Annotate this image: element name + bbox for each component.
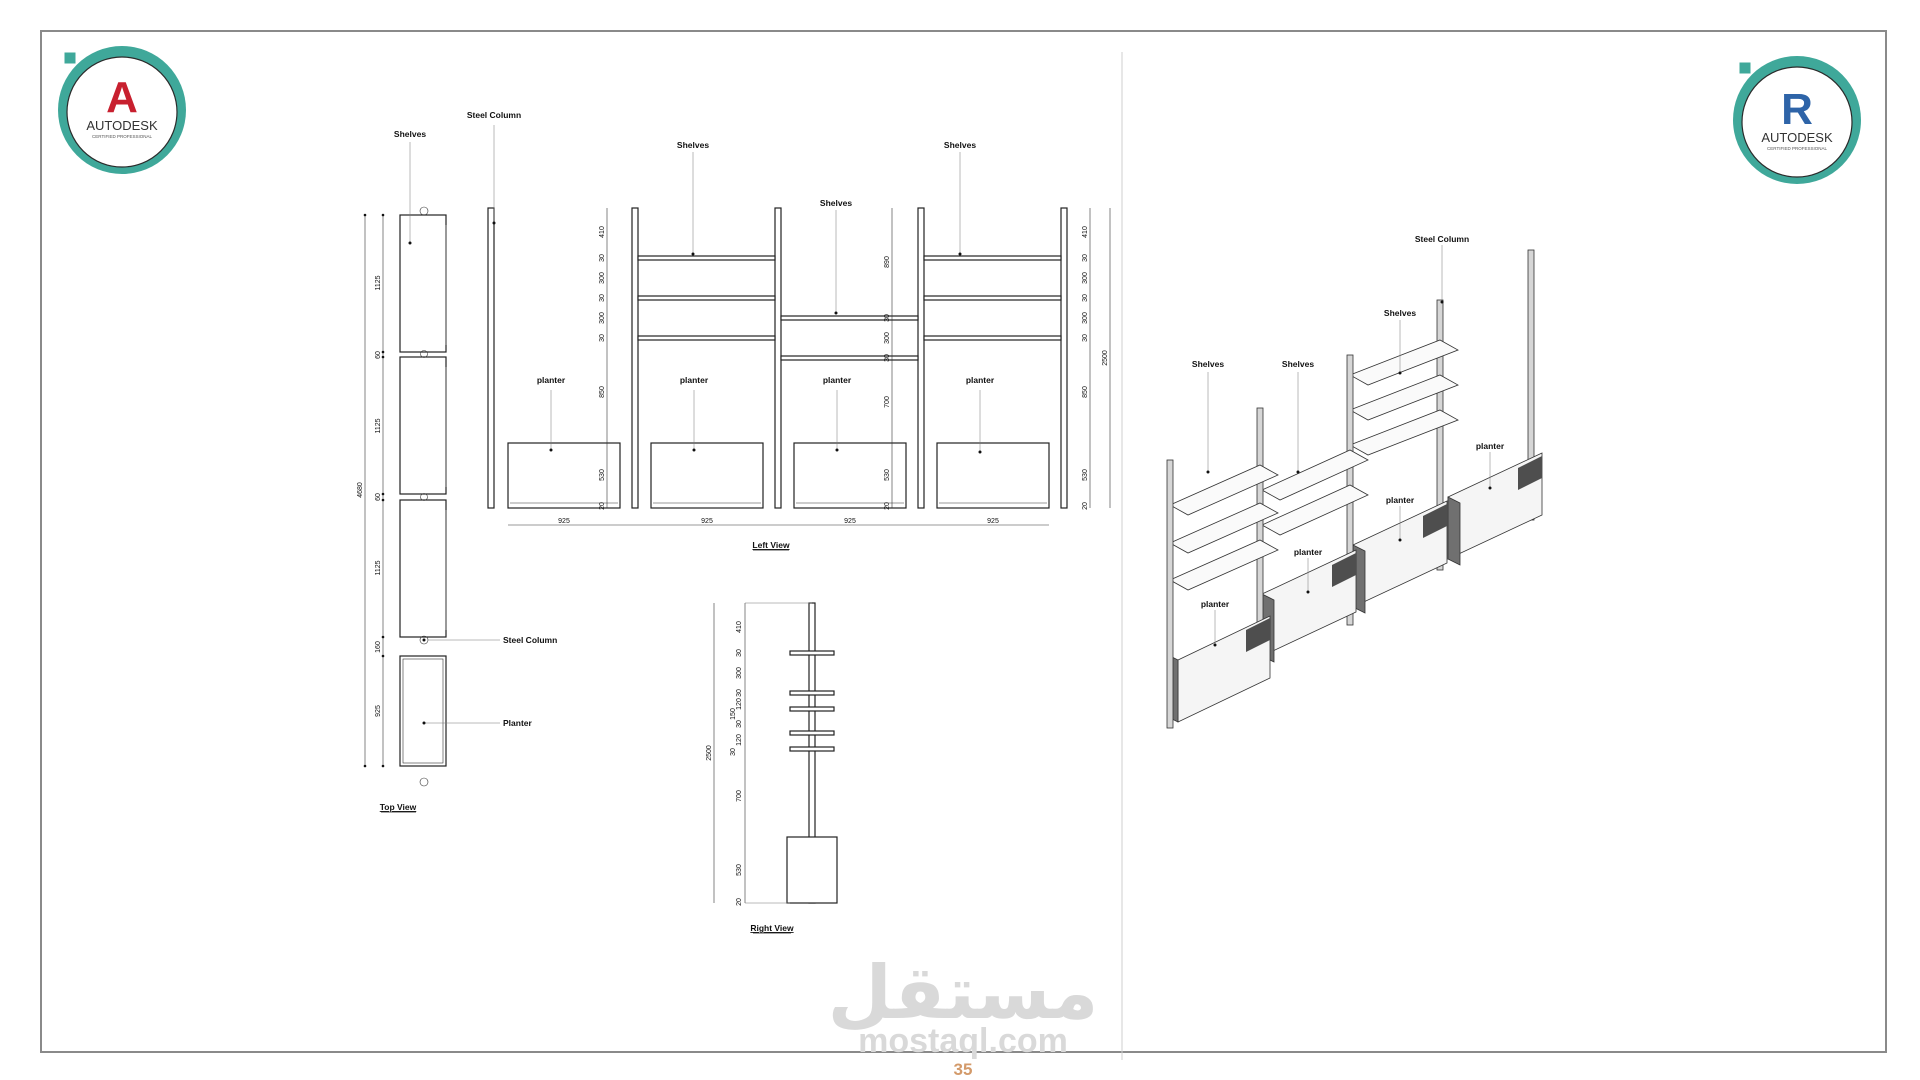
left-view: Steel Column Shelves Sh bbox=[467, 110, 1111, 551]
left-dim-c-3: 300 bbox=[1082, 272, 1089, 284]
right-dim-6: 150 bbox=[730, 708, 737, 720]
left-width-2: 925 bbox=[701, 518, 713, 525]
top-view: 1125 60 1125 60 1125 160 925 4680 Shelve… bbox=[357, 129, 557, 813]
top-dim-4: 60 bbox=[375, 493, 382, 501]
iso-label-planter-1: planter bbox=[1476, 441, 1505, 451]
left-view-title: Left View bbox=[752, 540, 790, 550]
right-dim-10: 700 bbox=[736, 790, 743, 802]
left-label-planter-1: planter bbox=[537, 375, 566, 385]
iso-label-steel-column: Steel Column bbox=[1415, 234, 1469, 244]
left-dim-a-3: 300 bbox=[599, 272, 606, 284]
left-dim-b-3: 300 bbox=[884, 332, 891, 344]
right-dim-2: 30 bbox=[736, 649, 743, 657]
left-label-shelves-3: Shelves bbox=[944, 140, 976, 150]
left-dim-a-6: 30 bbox=[599, 334, 606, 342]
left-dim-c-1: 410 bbox=[1082, 226, 1089, 238]
right-dim-8: 120 bbox=[736, 734, 743, 746]
left-dim-a-8: 530 bbox=[599, 469, 606, 481]
autocad-certified-badge: A AUTODESK CERTIFIED PROFESSIONAL bbox=[58, 46, 186, 174]
watermark: مستقل mostaql.com bbox=[828, 950, 1099, 1060]
top-dim-total: 4680 bbox=[357, 482, 364, 498]
left-dim-a-5: 300 bbox=[599, 312, 606, 324]
top-dim-3: 1125 bbox=[375, 418, 382, 433]
right-view: 410 30 300 30 120 150 30 120 30 700 530 … bbox=[706, 602, 838, 934]
left-dim-b-2: 30 bbox=[884, 314, 891, 322]
left-dim-a-9: 20 bbox=[599, 502, 606, 510]
top-dim-6: 160 bbox=[375, 641, 382, 653]
left-dim-a-4: 30 bbox=[599, 294, 606, 302]
watermark-arabic: مستقل bbox=[828, 950, 1099, 1036]
page-number: 35 bbox=[954, 1060, 973, 1079]
iso-label-planter-2: planter bbox=[1386, 495, 1415, 505]
top-label-planter: Planter bbox=[503, 718, 533, 728]
left-dim-c-4: 30 bbox=[1082, 294, 1089, 302]
left-dim-c-8: 530 bbox=[1082, 469, 1089, 481]
left-dim-a-7: 850 bbox=[599, 386, 606, 398]
badge-right-letter: R bbox=[1781, 85, 1813, 134]
left-label-planter-3: planter bbox=[823, 375, 852, 385]
left-dim-c-7: 850 bbox=[1082, 386, 1089, 398]
top-view-title: Top View bbox=[380, 802, 417, 812]
badge-left-word: AUTODESK bbox=[86, 118, 158, 133]
right-dim-11: 530 bbox=[736, 864, 743, 876]
top-dim-7: 925 bbox=[375, 705, 382, 717]
isometric-view: Steel Column Shelves Shelves Shelves pla… bbox=[1166, 234, 1543, 729]
left-dim-b-5: 700 bbox=[884, 396, 891, 408]
badge-left-sub: CERTIFIED PROFESSIONAL bbox=[92, 134, 152, 139]
left-dim-a-2: 30 bbox=[599, 254, 606, 262]
left-label-planter-4: planter bbox=[966, 375, 995, 385]
top-label-steel-column: Steel Column bbox=[503, 635, 557, 645]
iso-label-shelves-2: Shelves bbox=[1282, 359, 1314, 369]
right-dim-4: 30 bbox=[736, 689, 743, 697]
badge-left-letter: A bbox=[106, 73, 138, 122]
revit-certified-badge: R AUTODESK CERTIFIED PROFESSIONAL bbox=[1733, 56, 1861, 184]
right-dim-1: 410 bbox=[736, 621, 743, 633]
top-dim-2: 60 bbox=[375, 351, 382, 359]
left-dim-c-5: 300 bbox=[1082, 312, 1089, 324]
page-frame bbox=[40, 30, 1887, 1053]
left-dim-b-4: 30 bbox=[884, 354, 891, 362]
left-dim-a-1: 410 bbox=[599, 226, 606, 238]
left-label-shelves-1: Shelves bbox=[677, 140, 709, 150]
badge-right-word: AUTODESK bbox=[1761, 130, 1833, 145]
top-label-shelves: Shelves bbox=[394, 129, 426, 139]
iso-label-planter-4: planter bbox=[1201, 599, 1230, 609]
iso-label-planter-3: planter bbox=[1294, 547, 1323, 557]
right-dim-total: 2500 bbox=[706, 745, 713, 761]
left-width-3: 925 bbox=[844, 518, 856, 525]
left-label-planter-2: planter bbox=[680, 375, 709, 385]
right-dim-5: 120 bbox=[736, 698, 743, 710]
left-label-steel-column: Steel Column bbox=[467, 110, 521, 120]
badge-right-sub: CERTIFIED PROFESSIONAL bbox=[1767, 146, 1827, 151]
right-dim-3: 300 bbox=[736, 667, 743, 679]
top-dim-5: 1125 bbox=[375, 560, 382, 575]
top-dim-1: 1125 bbox=[375, 275, 382, 290]
left-dim-c-9: 20 bbox=[1082, 502, 1089, 510]
left-width-1: 925 bbox=[558, 518, 570, 525]
left-dim-c-6: 30 bbox=[1082, 334, 1089, 342]
iso-label-shelves-3: Shelves bbox=[1192, 359, 1224, 369]
right-view-title: Right View bbox=[750, 923, 794, 933]
watermark-latin: mostaql.com bbox=[858, 1022, 1068, 1060]
iso-label-shelves-1: Shelves bbox=[1384, 308, 1416, 318]
left-dim-b-7: 20 bbox=[884, 502, 891, 510]
right-dim-9: 30 bbox=[730, 748, 737, 756]
right-dim-12: 20 bbox=[736, 898, 743, 906]
left-width-4: 925 bbox=[987, 518, 999, 525]
left-dim-total: 2500 bbox=[1102, 350, 1109, 366]
left-dim-b-1: 890 bbox=[884, 256, 891, 268]
left-dim-b-6: 530 bbox=[884, 469, 891, 481]
right-dim-7: 30 bbox=[736, 720, 743, 728]
left-dim-c-2: 30 bbox=[1082, 254, 1089, 262]
left-label-shelves-2: Shelves bbox=[820, 198, 852, 208]
